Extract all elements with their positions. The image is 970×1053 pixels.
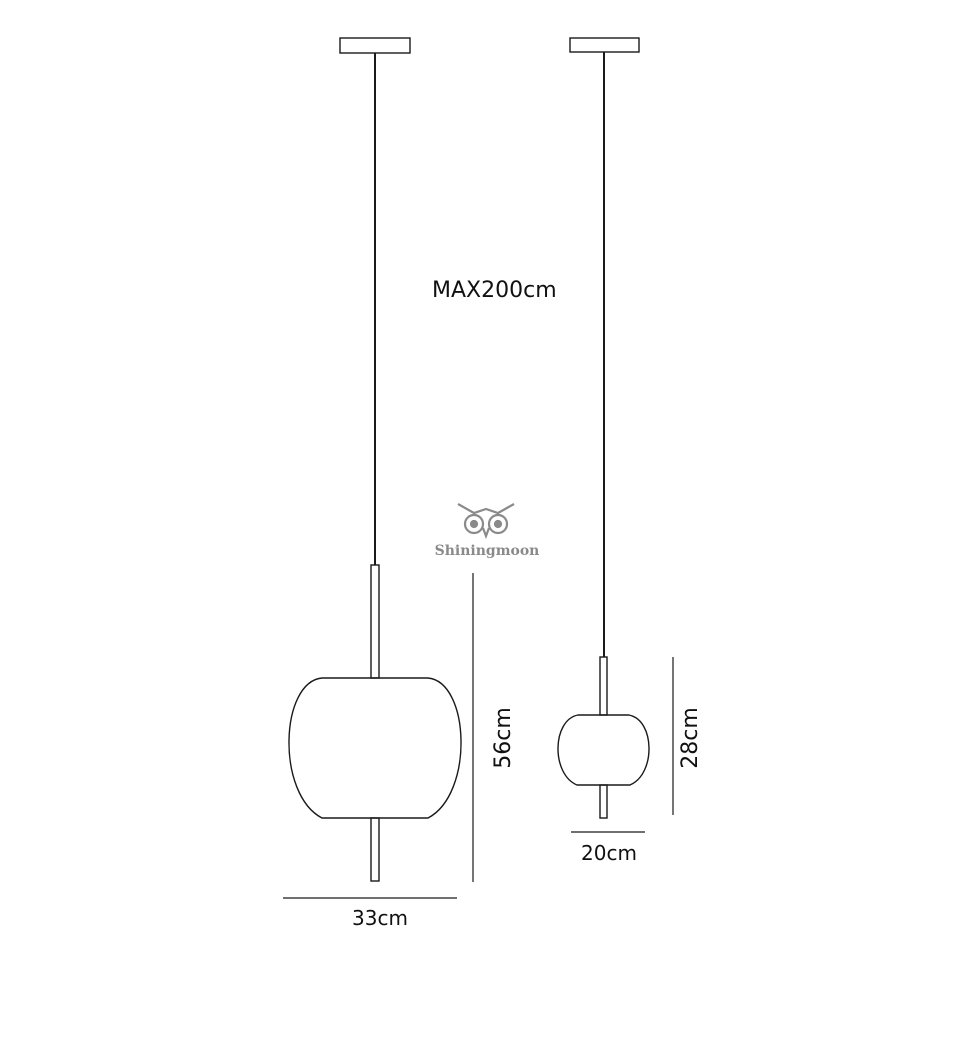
large-pendant xyxy=(288,37,462,882)
owl-logo-icon xyxy=(457,503,515,540)
small-width-label: 20cm xyxy=(581,841,637,865)
small-glass-shade xyxy=(557,714,650,786)
large-width-label: 33cm xyxy=(352,906,408,930)
large-ceiling-canopy xyxy=(339,37,411,54)
watermark-brand: Shiningmoon xyxy=(435,543,540,559)
small-pendant xyxy=(557,37,650,819)
large-glass-shade xyxy=(288,677,462,819)
small-height-label: 28cm xyxy=(678,707,703,769)
small-lower-rod xyxy=(599,784,608,819)
large-height-label: 56cm xyxy=(491,707,516,769)
max-length-label: MAX200cm xyxy=(432,278,557,303)
large-lower-rod xyxy=(370,817,380,882)
small-upper-rod xyxy=(599,656,608,716)
large-upper-rod xyxy=(370,564,380,679)
watermark: Shiningmoon xyxy=(435,503,540,559)
dimension-lines xyxy=(283,573,674,899)
small-ceiling-canopy xyxy=(569,37,640,53)
